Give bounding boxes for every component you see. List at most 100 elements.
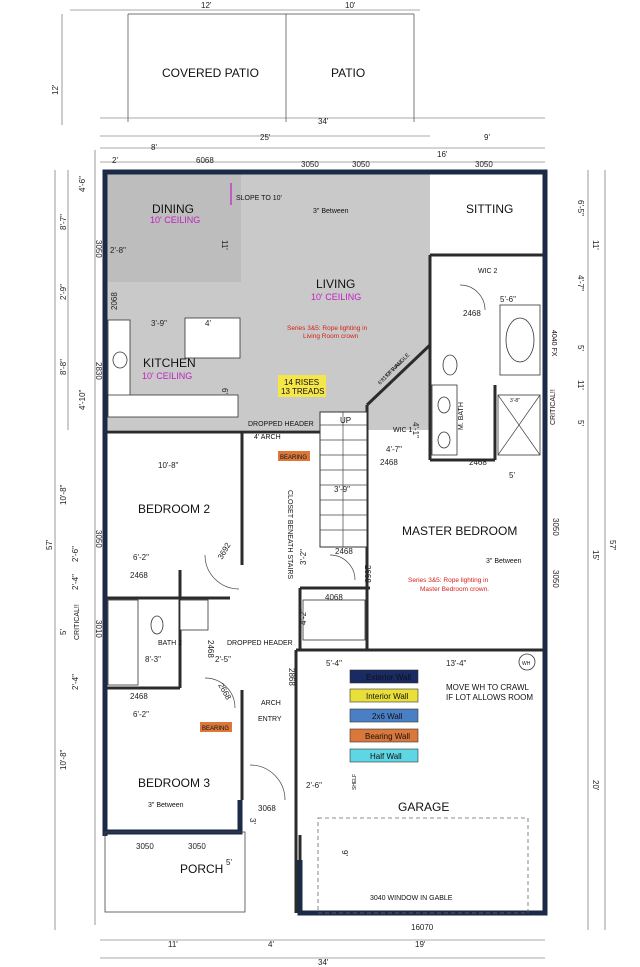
bearing-tag-2 [200, 722, 232, 732]
dim-54: 5'-4" [326, 659, 342, 668]
rope-living-note-2: Living Room crown [303, 333, 359, 340]
wic1-label: WIC 1 [393, 427, 413, 434]
door-2668-s: 2668 [363, 565, 372, 583]
dim-l-108: 10'-8" [59, 484, 68, 505]
treads-text: 13 TREADS [281, 387, 324, 396]
dim-62: 6'-2" [133, 553, 149, 562]
window-left-3050: 3050 [94, 240, 103, 258]
porch-outline [104, 831, 246, 913]
bearing-tag-1 [278, 451, 310, 461]
kitchen-label: KITCHEN [143, 356, 196, 370]
door-m-2468b: 2468 [380, 458, 398, 467]
fx-note: 4040 FX [550, 330, 557, 357]
dim-left-12: 12' [51, 84, 60, 95]
dim-top-10: 10' [345, 1, 356, 10]
window-3010: 3010 [94, 620, 103, 638]
rises-text: 14 RISES [284, 378, 319, 387]
dim-4: 4' [205, 319, 211, 328]
sitting-label: SITTING [466, 202, 513, 216]
dim-39s: 3'-9" [334, 485, 350, 494]
dining-ceiling: 10' CEILING [150, 215, 200, 225]
staircase [319, 411, 368, 548]
door-2468-b: 2468 [206, 640, 215, 658]
wh-label: WH [522, 661, 531, 667]
window-m-3050b: 3050 [551, 570, 560, 588]
dim-l-46: 4'-6" [78, 176, 87, 192]
window-porch-2: 3050 [188, 842, 206, 851]
dim-11: 11' [220, 240, 229, 250]
dim-39: 3'-9" [151, 319, 167, 328]
dim-r-15: 15' [591, 550, 600, 561]
legend-swatch-bearing [349, 728, 419, 743]
dim-62b: 6'-2" [133, 710, 149, 719]
porch-label: PORCH [180, 862, 223, 876]
rope-master-note: Series 3&5: Rope lighting in [408, 577, 489, 584]
dim-l-87: 8'-7" [59, 214, 68, 230]
dim-l-24: 2'-4" [71, 574, 80, 590]
wic2-label: WIC 2 [478, 268, 498, 275]
critical-right: CRITICAL!! [550, 389, 557, 425]
door-2868: 2868 [287, 668, 296, 686]
legend-swatch-half [349, 748, 419, 763]
dim-top-34: 34' [318, 117, 329, 126]
dim-l-29: 2'-9" [59, 284, 68, 300]
bearing-tag-1-text: BEARING [280, 455, 307, 461]
dropped-header-note: DROPPED HEADER [248, 421, 314, 428]
dim-3: 3' [248, 818, 257, 824]
m-bath-label: M. BATH [458, 402, 465, 430]
living-ceiling: 10' CEILING [311, 292, 361, 302]
entry-label: ENTRY [258, 716, 282, 723]
dim-26g: 2'-6" [306, 781, 322, 790]
dim-42: 4'-2" [299, 609, 308, 625]
dim-m-38: 3'-8" [510, 398, 520, 404]
legend-bearing: Bearing Wall [365, 732, 410, 741]
door-swings [204, 284, 486, 801]
dim-83: 8'-3" [145, 655, 161, 664]
door-2668: 2668 [216, 682, 233, 702]
door-2468-s: 2468 [335, 547, 353, 556]
dim-l-108b: 10'-8" [59, 749, 68, 770]
dim-top-12: 12' [201, 1, 212, 10]
interior-walls [105, 253, 545, 913]
dim-25: 2'-5" [215, 655, 231, 664]
door-16070: 16070 [411, 923, 434, 932]
rises-box [278, 375, 326, 397]
door-4068: 4068 [325, 593, 343, 602]
window-left-3050-2: 3050 [94, 530, 103, 548]
dim-m-47: 4'-7" [386, 445, 402, 454]
kitchen-ceiling: 10' CEILING [142, 371, 192, 381]
bath2-label: BATH 2 [158, 640, 182, 647]
window-porch-1: 3050 [136, 842, 154, 851]
between-note-master: 3" Between [486, 558, 522, 565]
dim-l-24b: 2'-4" [71, 674, 80, 690]
door-2468-a: 2468 [130, 571, 148, 580]
patio-outline [127, 13, 415, 122]
between-note-top: 3" Between [313, 208, 349, 215]
door-m-2468c: 2468 [469, 458, 487, 467]
dim-r-65: 6'-5" [576, 200, 585, 216]
garage-label: GARAGE [398, 800, 449, 814]
legend-half: Half Wall [370, 752, 402, 761]
dropped-header-note-2: DROPPED HEADER [227, 640, 293, 647]
legend-swatch-interior [349, 688, 419, 703]
patio-label: PATIO [331, 66, 365, 80]
dim-l-88: 8'-8" [59, 359, 68, 375]
dim-m-41: 4'-1" [411, 422, 420, 438]
top-dimension-lines [54, 9, 606, 959]
dim-top-9: 9' [484, 133, 490, 142]
dim-r-47: 4'-7" [576, 275, 585, 291]
window-m-3050: 3050 [551, 518, 560, 536]
legend-swatch-exterior [349, 669, 419, 684]
move-wh-note: MOVE WH TO CRAWL [446, 683, 530, 692]
living-label: LIVING [316, 277, 355, 291]
dim-r-11b: 11' [576, 380, 585, 390]
window-2830: 2830 [94, 362, 103, 380]
dim-m-5: 5' [509, 471, 515, 480]
dim-5: 5' [226, 858, 232, 867]
dim-r-5: 5' [576, 345, 585, 351]
dim-134: 13'-4" [446, 659, 467, 668]
legend-interior: Interior Wall [366, 692, 409, 701]
between-note-bed3: 3" Between [148, 802, 184, 809]
covered-patio-label: COVERED PATIO [162, 66, 259, 80]
